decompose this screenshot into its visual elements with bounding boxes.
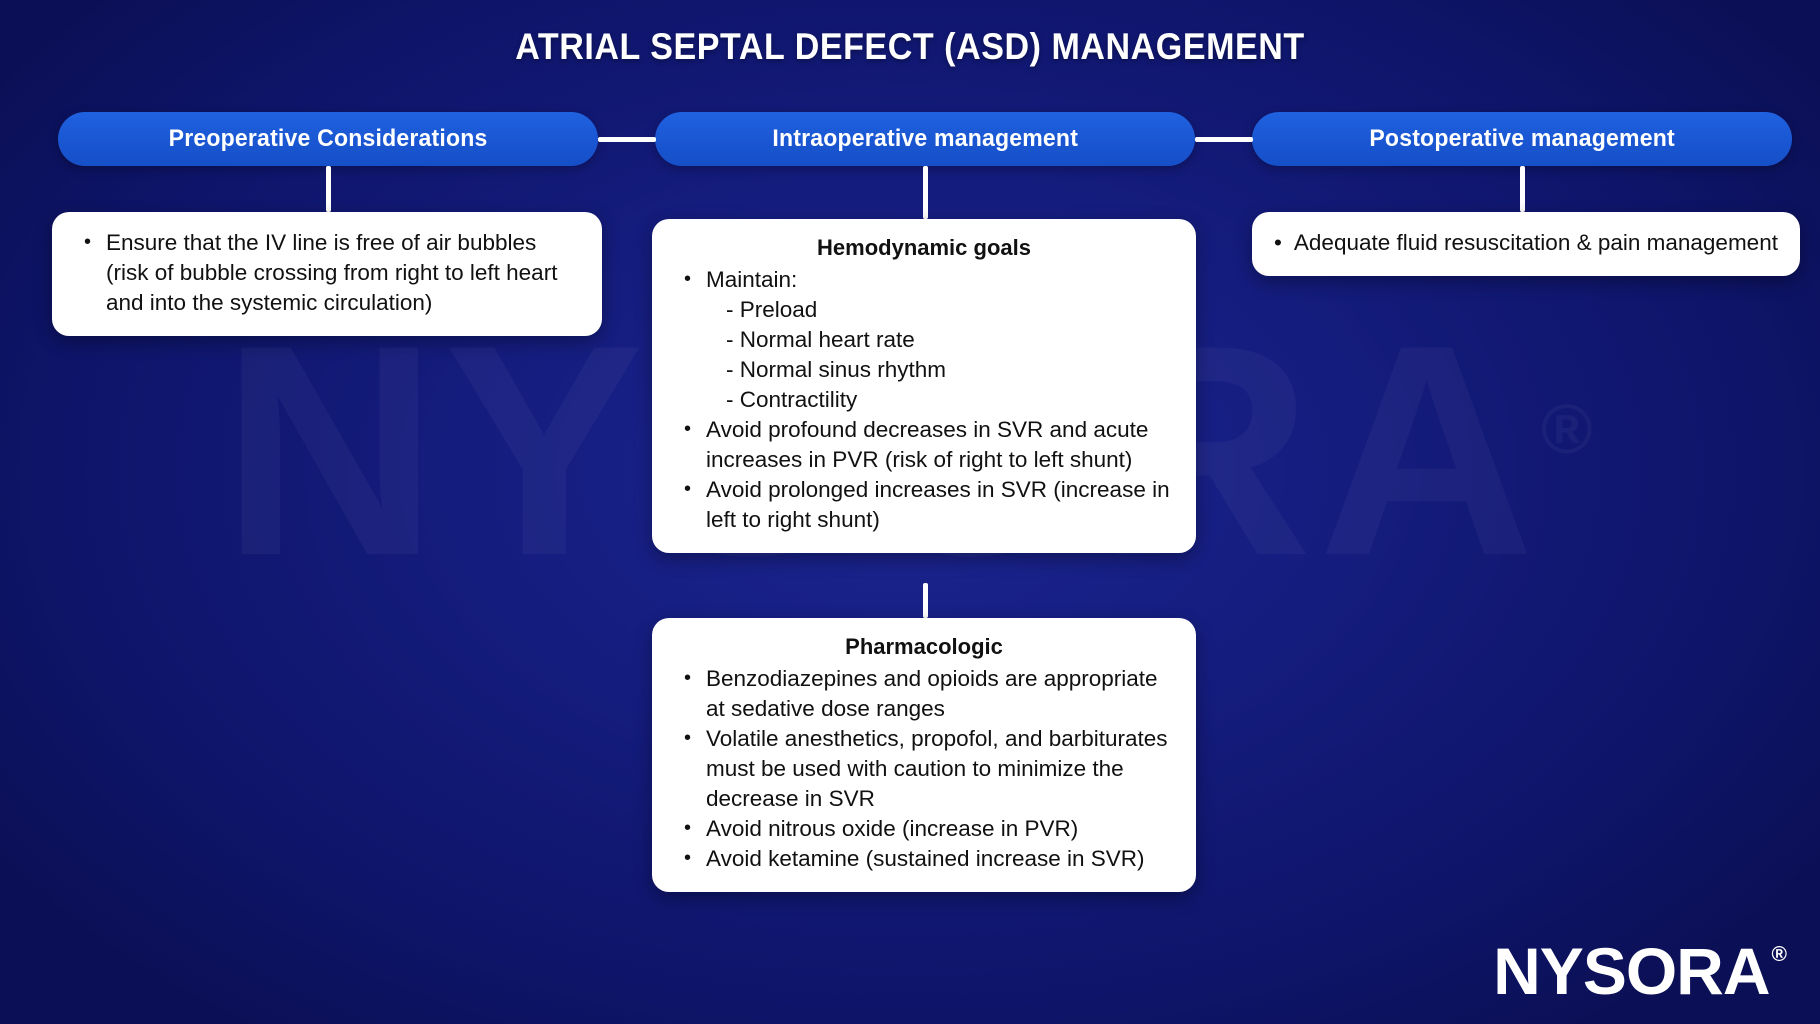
bullet-list-preoperative: Ensure that the IV line is free of air b… — [74, 227, 580, 318]
list-item: Benzodiazepines and opioids are appropri… — [674, 663, 1174, 724]
bullet-icon: • — [1274, 230, 1282, 255]
header-pill-preoperative-label: Preoperative Considerations — [168, 125, 488, 152]
header-pill-postoperative-label: Postoperative management — [1369, 125, 1675, 152]
card-hemodynamic-goals: Hemodynamic goals Maintain: - Preload - … — [652, 219, 1196, 553]
column-intraoperative: Intraoperative management — [655, 112, 1195, 166]
sublist-item: - Normal heart rate — [726, 327, 915, 352]
connector-hemodynamic-to-pharmacologic — [923, 583, 928, 618]
card-title-pharmacologic: Pharmacologic — [845, 634, 1003, 659]
header-pill-preoperative[interactable]: Preoperative Considerations — [58, 112, 598, 166]
connector-postoperative-vertical — [1520, 166, 1525, 212]
bullet-list-hemodynamic-avoid: Avoid profound decreases in SVR and acut… — [674, 414, 1174, 535]
list-item: Volatile anesthetics, propofol, and barb… — [674, 723, 1174, 814]
column-preoperative: Preoperative Considerations — [58, 112, 598, 166]
column-postoperative: Postoperative management — [1252, 112, 1792, 166]
header-pill-postoperative[interactable]: Postoperative management — [1252, 112, 1792, 166]
sublist-item: - Normal sinus rhythm — [726, 357, 947, 382]
list-item: Avoid nitrous oxide (increase in PVR) — [674, 813, 1174, 844]
list-item: • Adequate fluid resuscitation & pain man… — [1274, 228, 1778, 258]
header-pill-intraoperative-label: Intraoperative management — [772, 125, 1078, 152]
connector-pre-to-intra — [598, 137, 656, 142]
sublist-item: - Preload — [726, 297, 818, 322]
connector-preoperative-vertical — [326, 166, 331, 212]
connector-intra-to-post — [1195, 137, 1253, 142]
list-item: Avoid ketamine (sustained increase in SV… — [674, 843, 1174, 874]
list-item-label: Adequate fluid resuscitation & pain mana… — [1293, 230, 1778, 255]
registered-trademark-icon: ® — [1771, 943, 1788, 966]
list-item: Avoid profound decreases in SVR and acut… — [674, 414, 1174, 475]
watermark-registered-icon: ® — [1541, 390, 1599, 468]
card-preoperative: Ensure that the IV line is free of air b… — [52, 212, 602, 336]
sublist-hemodynamic-maintain: - Preload - Normal heart rate - Normal s… — [674, 295, 1174, 415]
bullet-list-hemodynamic-goals: Maintain: — [674, 264, 1174, 295]
page-title: ATRIAL SEPTAL DEFECT (ASD) MANAGEMENT — [515, 26, 1305, 67]
card-title-hemodynamic-goals: Hemodynamic goals — [817, 235, 1031, 260]
sublist-item: - Contractility — [726, 387, 858, 412]
list-item: Maintain: — [674, 264, 1174, 295]
connector-intraoperative-vertical — [923, 166, 928, 219]
nysora-logo: NYSORA® — [1493, 934, 1788, 1008]
header-pill-intraoperative[interactable]: Intraoperative management — [655, 112, 1195, 166]
bullet-list-postoperative: • Adequate fluid resuscitation & pain man… — [1274, 228, 1778, 258]
bullet-list-pharmacologic: Benzodiazepines and opioids are appropri… — [674, 663, 1174, 874]
card-pharmacologic: Pharmacologic Benzodiazepines and opioid… — [652, 618, 1196, 892]
card-postoperative: • Adequate fluid resuscitation & pain man… — [1252, 212, 1800, 276]
nysora-logo-text: NYSORA — [1493, 934, 1770, 1008]
list-item: Ensure that the IV line is free of air b… — [74, 227, 580, 318]
list-item: Avoid prolonged increases in SVR (increa… — [674, 474, 1174, 535]
